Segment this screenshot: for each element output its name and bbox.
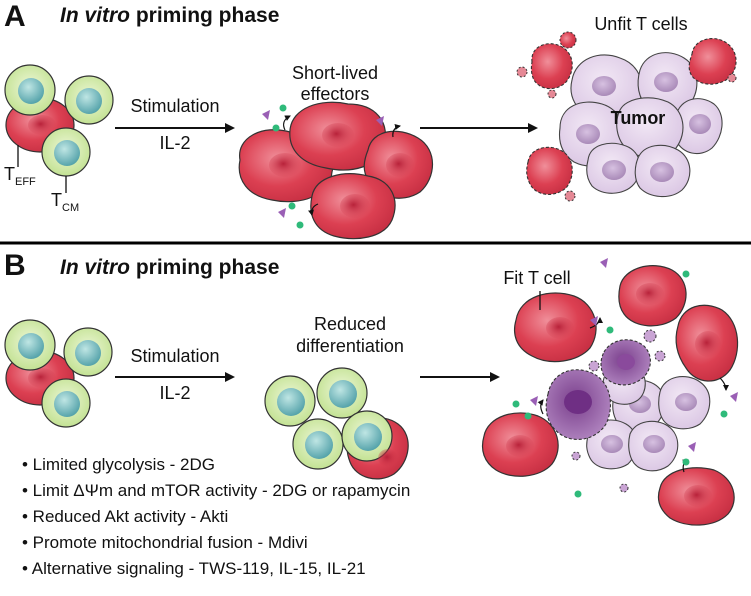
tcm-label-t: T [51, 190, 62, 210]
reduced-label: Reduced [313, 314, 387, 334]
tumor-mass-b [540, 329, 711, 493]
teff-label: TEFF [4, 164, 36, 188]
stimulation-label-b: Stimulation [130, 346, 220, 366]
intervention-item: • Reduced Akt activity - Akti [22, 507, 229, 526]
memory-cell-cluster [264, 367, 409, 480]
effector-cell-cluster [238, 101, 433, 240]
naive-cell-cluster-a [4, 64, 114, 193]
unfit-t-cells [516, 31, 737, 202]
fit-t-cell-label: Fit T cell [503, 268, 571, 288]
intervention-item: • Limited glycolysis - 2DG [22, 455, 216, 474]
intervention-list: • Limited glycolysis - 2DG • Limit ΔΨm a… [22, 452, 410, 582]
unfit-t-cells-label: Unfit T cells [594, 14, 688, 34]
differentiation-label: differentiation [296, 336, 404, 356]
panel-b-title-rest: priming phase [130, 256, 280, 279]
panel-b-title: In vitro priming phase [60, 256, 279, 280]
intervention-item: • Limit ΔΨm and mTOR activity - 2DG or r… [22, 481, 411, 500]
intervention-item: • Promote mitochondrial fusion - Mdivi [22, 533, 308, 552]
tumor-mass-a [558, 52, 723, 198]
teff-label-sub: EFF [15, 176, 36, 188]
teff-label-t: T [4, 164, 15, 184]
tumor-label: Tumor [610, 108, 666, 128]
cytokine-secretions-a [262, 104, 384, 229]
stimulation-label-a: Stimulation [130, 96, 220, 116]
il2-label-a: IL-2 [159, 133, 191, 153]
fit-t-cells [481, 265, 739, 526]
effectors-label: effectors [300, 84, 370, 104]
panel-b-title-italic: In vitro [60, 256, 131, 279]
naive-cell-cluster-b [4, 319, 113, 428]
short-lived-label: Short-lived [291, 63, 379, 83]
panel-a-title-rest: priming phase [130, 4, 280, 27]
panel-b-letter: B [4, 249, 26, 282]
panel-a-title-italic: In vitro [60, 4, 131, 27]
cytokine-secretions-b [512, 258, 738, 498]
intervention-item: • Alternative signaling - TWS-119, IL-15… [22, 559, 366, 578]
il2-label-b: IL-2 [159, 383, 191, 403]
panel-a-letter: A [4, 0, 26, 33]
tcm-label-sub: CM [62, 202, 80, 214]
tcm-label: TCM [51, 190, 79, 214]
panel-a-title: In vitro priming phase [60, 4, 279, 28]
